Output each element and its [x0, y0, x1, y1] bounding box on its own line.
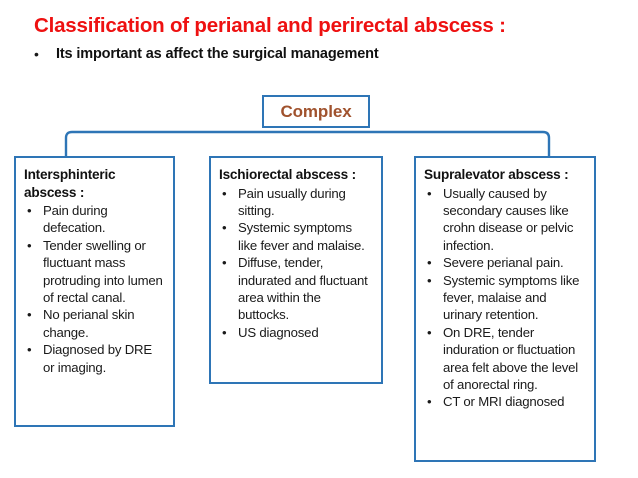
list-item: • Usually caused by secondary causes lik…: [424, 185, 587, 255]
list-item-text: Diagnosed by DRE or imaging.: [43, 342, 152, 375]
connector-path: [64, 130, 551, 156]
list-item-text: Pain usually during sitting.: [238, 185, 346, 218]
list-item: • Pain usually during sitting.: [219, 185, 374, 220]
box-heading: Supralevator abscess :: [424, 167, 569, 182]
list-item: • On DRE, tender induration or fluctuati…: [424, 324, 587, 394]
bullet-icon: •: [222, 220, 227, 236]
bullet-icon: •: [222, 324, 227, 340]
list-item-text: On DRE, tender induration or fluctuation…: [443, 324, 579, 392]
list-item: • Diffuse, tender, indurated and fluctua…: [219, 254, 374, 324]
root-node-label: Complex: [280, 101, 352, 121]
bullet-icon: •: [27, 307, 32, 323]
abscess-box-supralevator: Supralevator abscess : • Usually caused …: [414, 156, 596, 462]
box-heading: Ischiorectal abscess :: [219, 167, 356, 182]
list-item-text: Systemic symptoms like fever and malaise…: [238, 220, 365, 253]
bullet-icon: •: [427, 272, 432, 288]
bullet-icon: •: [427, 185, 432, 201]
abscess-box-intersphincteric: Intersphinteric abscess : • Pain during …: [14, 156, 175, 427]
bullet-icon: •: [222, 255, 227, 271]
list-item: • CT or MRI diagnosed: [424, 393, 587, 410]
abscess-box-ischiorectal: Ischiorectal abscess : • Pain usually du…: [209, 156, 383, 384]
bullet-list: • Pain usually during sitting. • Systemi…: [219, 185, 374, 342]
subtitle-text: Its important as affect the surgical man…: [56, 46, 379, 62]
bullet-icon: •: [427, 255, 432, 271]
bullet-icon: •: [27, 237, 32, 253]
subtitle-row: • Its important as affect the surgical m…: [34, 45, 614, 64]
list-item: • Diagnosed by DRE or imaging.: [24, 341, 166, 376]
list-item: • Severe perianal pain.: [424, 254, 587, 271]
list-item-text: Tender swelling or fluctuant mass protru…: [43, 237, 163, 306]
list-item: • No perianal skin change.: [24, 306, 166, 341]
bullet-icon: •: [27, 342, 32, 358]
bullet-list: • Usually caused by secondary causes lik…: [424, 185, 587, 411]
list-item-text: Severe perianal pain.: [443, 255, 564, 271]
list-item: • Tender swelling or fluctuant mass prot…: [24, 237, 166, 307]
list-item: • Pain during defecation.: [24, 202, 166, 237]
connector-bracket: [64, 130, 551, 156]
bullet-list: • Pain during defecation. • Tender swell…: [24, 202, 166, 376]
list-item-text: Systemic symptoms like fever, malaise an…: [443, 272, 580, 323]
list-item-text: Diffuse, tender, indurated and fluctuant…: [238, 255, 368, 323]
subtitle-bullet-icon: •: [34, 46, 39, 62]
list-item: • Systemic symptoms like fever, malaise …: [424, 272, 587, 324]
page-title: Classification of perianal and perirecta…: [34, 14, 506, 37]
bullet-icon: •: [427, 394, 432, 410]
list-item: • US diagnosed: [219, 324, 374, 341]
bullet-icon: •: [427, 324, 432, 340]
list-item-text: US diagnosed: [238, 324, 319, 340]
box-heading: Intersphinteric abscess :: [24, 167, 116, 200]
bullet-icon: •: [222, 185, 227, 201]
root-node-complex: Complex: [262, 95, 370, 128]
list-item-text: Pain during defecation.: [43, 203, 108, 236]
list-item-text: No perianal skin change.: [43, 307, 135, 340]
bullet-icon: •: [27, 203, 32, 218]
list-item-text: Usually caused by secondary causes like …: [443, 185, 574, 253]
list-item: • Systemic symptoms like fever and malai…: [219, 219, 374, 254]
list-item-text: CT or MRI diagnosed: [443, 394, 565, 410]
